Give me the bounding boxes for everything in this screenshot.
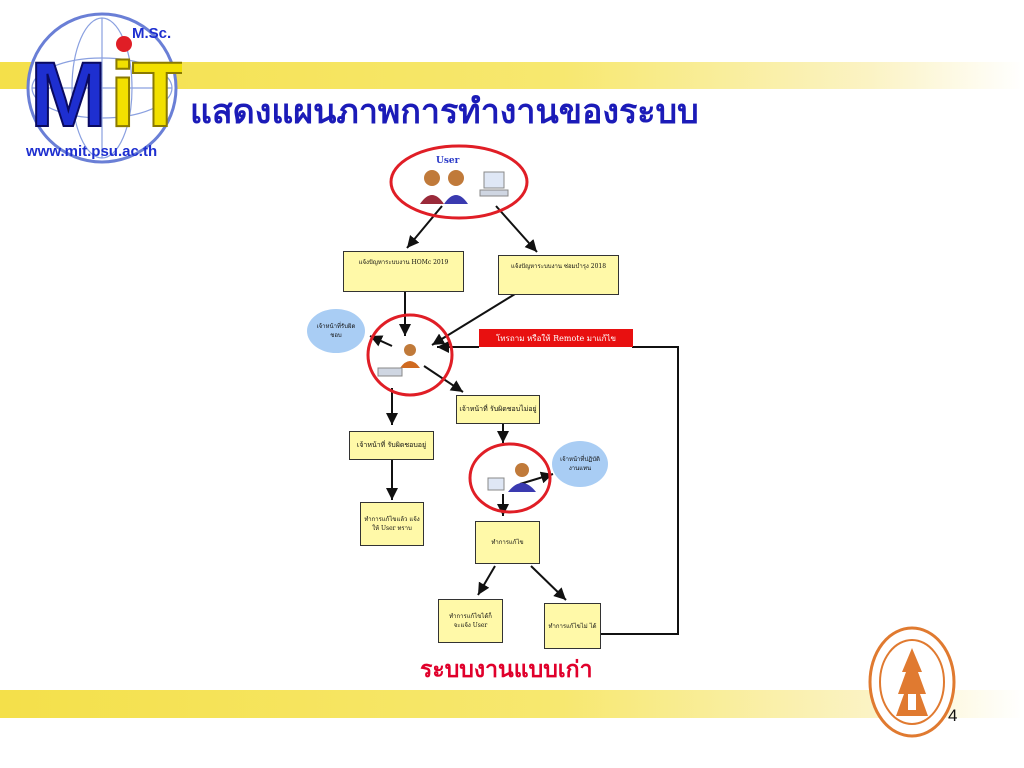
svg-text:i: i xyxy=(110,44,136,146)
bottom-accent-band xyxy=(0,690,1024,718)
bubble-substitute-staff: เจ้าหน้าที่ปฏิบัติงานแทน xyxy=(552,441,608,487)
box-fix-fail: ทำการแก้ไขไม่ ได้ xyxy=(544,603,601,649)
logo-msc: M.Sc. xyxy=(132,25,171,42)
substitute-highlight-circle xyxy=(468,442,552,514)
box-fixed-ok: ทำการแก้ไขได้ก็ จะแจ้ง User xyxy=(438,599,503,643)
box-report-home: แจ้งปัญหาระบบงาน HOMc 2019 xyxy=(343,251,464,292)
loop-line-fail-to-note xyxy=(601,346,679,635)
box-report-repair: แจ้งปัญหาระบบงาน ซ่อมบำรุง 2018 xyxy=(498,255,619,295)
logo-url: www.mit.psu.ac.th xyxy=(25,143,157,160)
mit-logo: M i T M.Sc. www.mit.psu.ac.th xyxy=(25,12,182,164)
box-do-fix: ทำการแก้ไข xyxy=(475,521,540,564)
slide-caption: ระบบงานแบบเก่า xyxy=(420,656,593,683)
arrow-dofix-to-fail xyxy=(530,565,567,601)
staff-at-computer-icon xyxy=(377,344,420,377)
box-staff-present: เจ้าหน้าที่ รับผิดชอบอยู่ xyxy=(349,431,434,460)
svg-text:T: T xyxy=(132,44,182,146)
arrow-sub-to-bubble xyxy=(519,471,554,485)
substitute-staff-icon xyxy=(487,463,536,492)
staff-highlight-circle xyxy=(366,313,454,397)
user-highlight-circle xyxy=(389,144,529,220)
arrow-user-to-repair xyxy=(495,205,538,253)
hospital-seal-icon xyxy=(868,626,956,738)
users-at-computer-icon xyxy=(420,170,509,204)
logo-letters: M xyxy=(30,44,107,146)
user-label: User xyxy=(436,156,460,166)
page-number: 4 xyxy=(948,706,958,725)
bubble-responsible-staff: เจ้าหน้าที่รับผิดชอบ xyxy=(307,309,365,353)
arrow-dofix-to-ok xyxy=(477,565,496,596)
box-fixed-notify: ทำการแก้ไขแล้ว แจ้งให้ User ทราบ xyxy=(360,502,424,546)
box-staff-absent: เจ้าหน้าที่ รับผิดชอบไม่อยู่ xyxy=(456,395,540,424)
red-note-remote: โทรถาม หรือให้ Remote มาแก้ไข xyxy=(479,329,633,347)
slide-title: แสดงแผนภาพการทำงานของระบบ xyxy=(190,92,699,132)
arrow-user-to-home xyxy=(406,205,443,249)
